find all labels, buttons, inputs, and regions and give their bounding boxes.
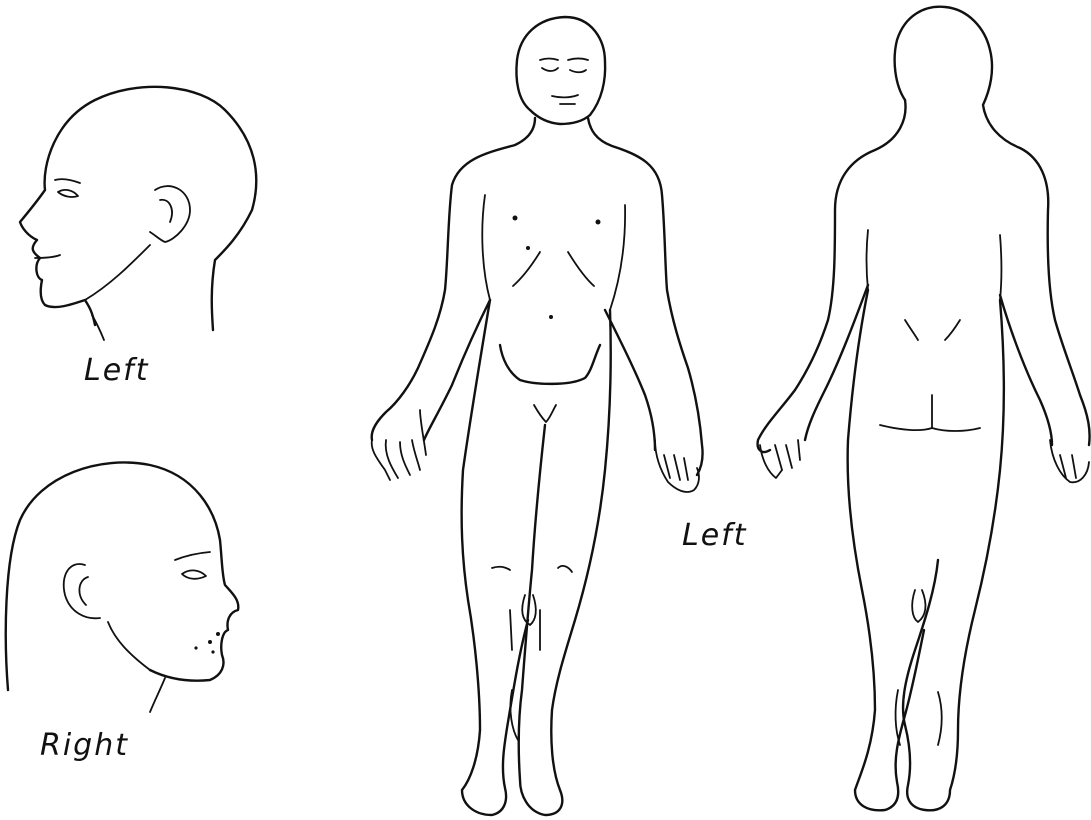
back-body [758,7,1090,811]
body-side-label: Left [682,518,748,553]
left-head-label: Left [84,353,150,388]
right-profile-head [6,462,239,712]
left-profile-head [20,87,256,340]
front-body [372,17,703,815]
right-head-label: Right [40,728,129,763]
